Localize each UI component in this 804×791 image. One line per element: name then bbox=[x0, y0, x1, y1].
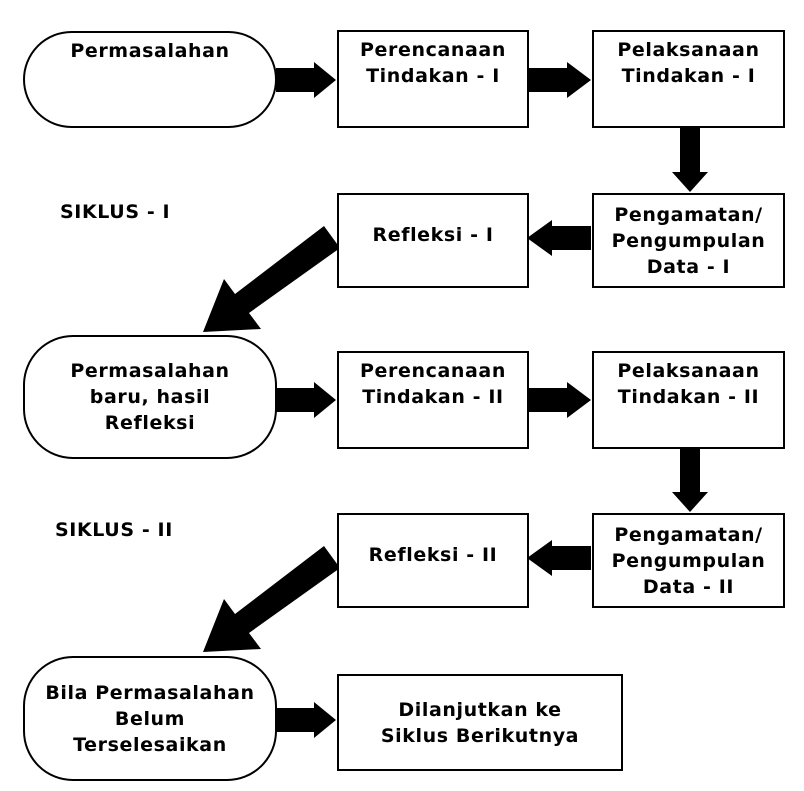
node-act1: Pelaksanaan Tindakan - I bbox=[592, 30, 785, 128]
node-obs1-label: Pengamatan/ Pengumpulan Data - I bbox=[611, 203, 766, 278]
node-problem: Permasalahan bbox=[23, 31, 277, 128]
arrow-act2-to-obs2 bbox=[672, 448, 708, 512]
node-unresolved-label: Bila Permasalahan Belum Terselesaikan bbox=[45, 681, 255, 756]
node-refl1: Refleksi - I bbox=[337, 193, 529, 288]
node-refl2: Refleksi - II bbox=[337, 513, 529, 608]
cycle-label-1: SIKLUS - I bbox=[60, 201, 171, 223]
node-problem-label: Permasalahan bbox=[70, 40, 230, 62]
node-act2: Pelaksanaan Tindakan - II bbox=[592, 351, 785, 449]
node-act2-label: Pelaksanaan Tindakan - II bbox=[617, 360, 760, 408]
arrow-obs1-to-refl1 bbox=[527, 220, 591, 256]
arrow-plan2-to-act2 bbox=[529, 382, 591, 418]
node-refl1-label: Refleksi - I bbox=[372, 224, 494, 246]
arrow-problem-to-plan1 bbox=[276, 62, 336, 98]
arrow-refl1-to-problem2 bbox=[203, 226, 340, 332]
arrow-refl2-to-unresolved bbox=[203, 546, 340, 652]
node-act1-label: Pelaksanaan Tindakan - I bbox=[617, 39, 760, 87]
node-obs2-label: Pengamatan/ Pengumpulan Data - II bbox=[611, 523, 766, 598]
node-unresolved: Bila Permasalahan Belum Terselesaikan bbox=[23, 656, 277, 781]
arrow-unresolved-to-next bbox=[276, 702, 336, 738]
node-refl2-label: Refleksi - II bbox=[368, 544, 498, 566]
arrow-act1-to-obs1 bbox=[672, 128, 708, 192]
cycle-label-2: SIKLUS - II bbox=[55, 519, 173, 541]
node-problem2-label: Permasalahan baru, hasil Refleksi bbox=[70, 360, 230, 434]
arrow-obs2-to-refl2 bbox=[527, 540, 591, 576]
node-obs2: Pengamatan/ Pengumpulan Data - II bbox=[592, 513, 785, 608]
arrow-problem2-to-plan2 bbox=[276, 382, 336, 418]
node-next: Dilanjutkan ke Siklus Berikutnya bbox=[337, 674, 623, 771]
node-plan2: Perencanaan Tindakan - II bbox=[337, 351, 529, 449]
node-next-label: Dilanjutkan ke Siklus Berikutnya bbox=[380, 698, 580, 747]
node-obs1: Pengamatan/ Pengumpulan Data - I bbox=[592, 193, 785, 288]
arrow-plan1-to-act1 bbox=[529, 62, 591, 98]
node-problem2: Permasalahan baru, hasil Refleksi bbox=[23, 335, 277, 459]
node-plan1: Perencanaan Tindakan - I bbox=[337, 30, 529, 128]
node-plan1-label: Perencanaan Tindakan - I bbox=[360, 39, 506, 87]
node-plan2-label: Perencanaan Tindakan - II bbox=[360, 360, 506, 408]
